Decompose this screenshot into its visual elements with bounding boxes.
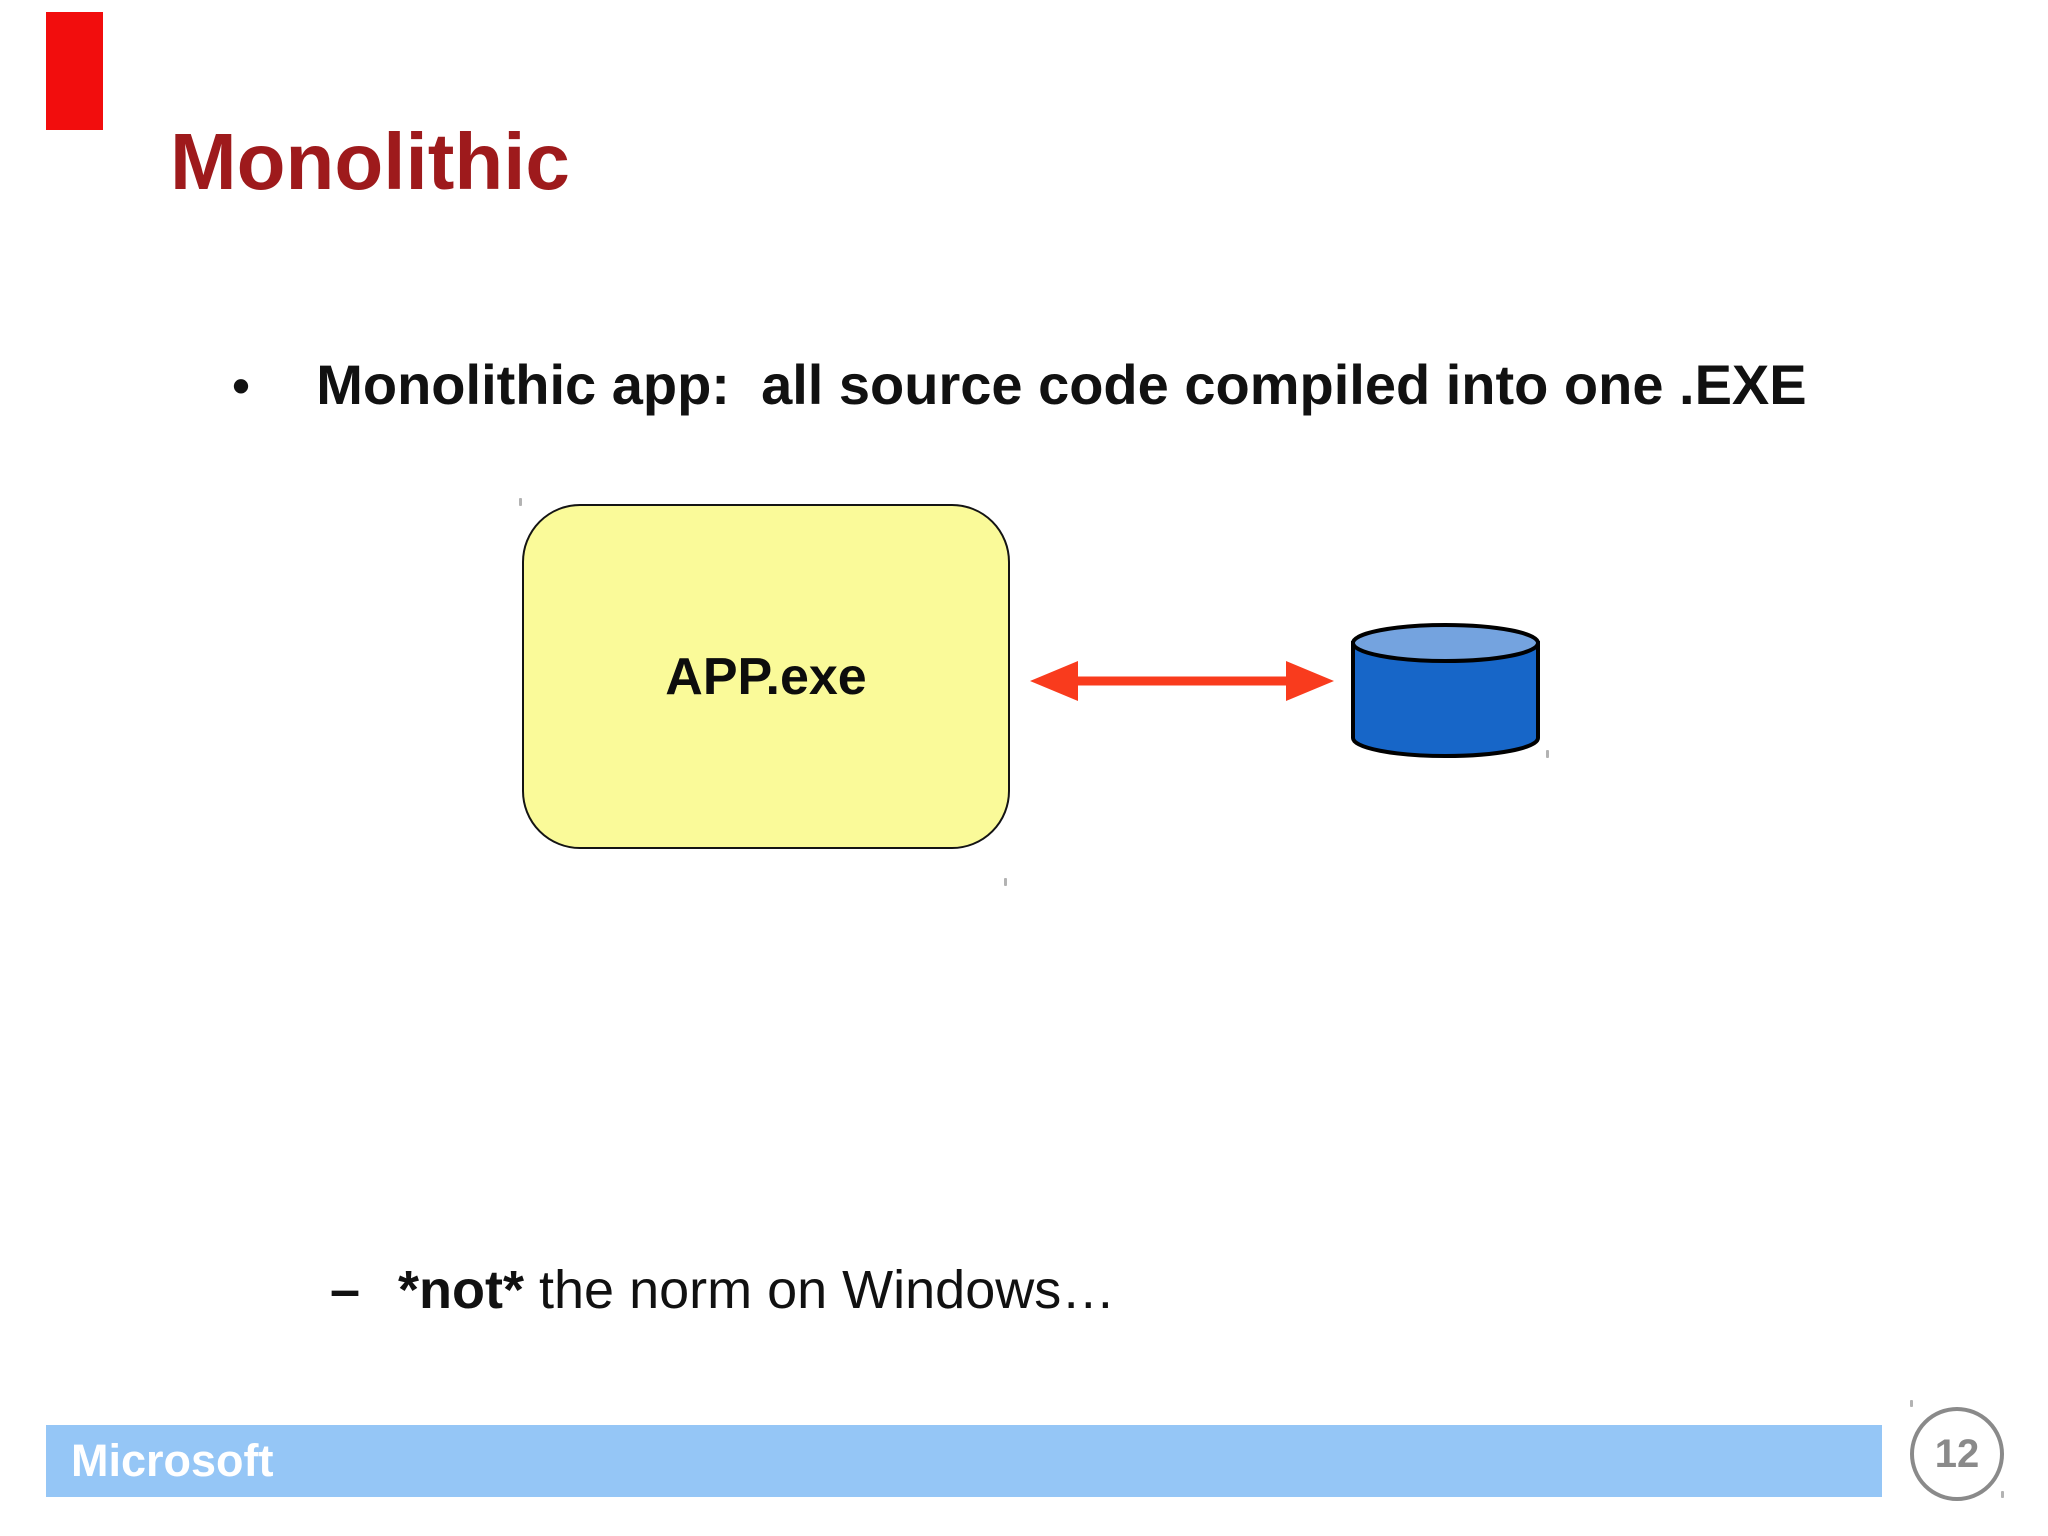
database-cylinder-icon bbox=[1351, 623, 1540, 758]
stray-tick-mark bbox=[1004, 878, 1007, 886]
footer-brand: Microsoft bbox=[71, 1435, 274, 1486]
sub-bullet-line: –*not* the norm on Windows… bbox=[270, 1209, 1115, 1371]
main-bullet-line: • Monolithic app: all source code compile… bbox=[170, 301, 1807, 469]
sub-bullet-emphasis: *not* bbox=[398, 1260, 524, 1320]
app-exe-box: APP.exe bbox=[522, 504, 1010, 849]
double-headed-arrow-icon bbox=[1030, 661, 1334, 701]
page-number: 12 bbox=[1934, 1431, 1980, 1476]
sub-bullet-text: the norm on Windows… bbox=[524, 1260, 1116, 1320]
footer-bar: Microsoft bbox=[46, 1425, 1882, 1497]
main-bullet-text: Monolithic app: all source code compiled… bbox=[316, 353, 1807, 416]
stray-tick-mark bbox=[1546, 750, 1549, 758]
slide-title: Monolithic bbox=[170, 117, 570, 206]
stray-tick-mark bbox=[1910, 1400, 1913, 1407]
dash-marker: – bbox=[330, 1260, 361, 1320]
page-number-badge: 12 bbox=[1910, 1407, 2004, 1501]
stray-tick-mark bbox=[2001, 1491, 2004, 1498]
bullet-dot-marker: • bbox=[232, 358, 250, 414]
app-exe-label: APP.exe bbox=[665, 647, 867, 706]
red-marker-bar bbox=[46, 12, 103, 130]
stray-tick-mark bbox=[519, 498, 522, 506]
